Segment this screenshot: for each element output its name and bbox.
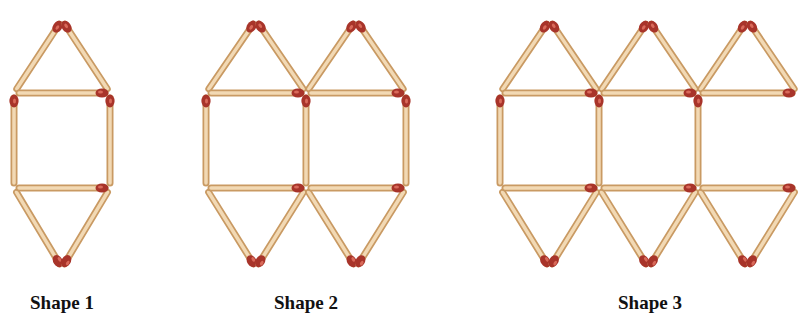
matchstick xyxy=(701,19,751,89)
matchstick xyxy=(209,19,259,89)
matchstick xyxy=(503,19,553,89)
matchstick xyxy=(59,192,108,269)
matchstick xyxy=(105,95,114,184)
matchstick xyxy=(645,192,695,269)
matchstick xyxy=(311,183,405,192)
matchstick xyxy=(311,88,405,97)
matchstick xyxy=(17,19,65,89)
matchstick xyxy=(17,192,66,269)
matchstick xyxy=(353,192,403,269)
matchstick xyxy=(503,192,553,269)
matchstick xyxy=(703,183,796,192)
matchstick xyxy=(209,192,259,269)
matchstick xyxy=(211,88,305,97)
matchstick xyxy=(594,95,603,184)
matchstick xyxy=(602,19,652,89)
matchstick xyxy=(604,183,697,192)
matchstick xyxy=(309,192,359,269)
matchstick xyxy=(211,183,305,192)
matchstick xyxy=(401,95,410,184)
matchstick xyxy=(59,19,107,89)
matchstick xyxy=(9,95,18,184)
matchstick xyxy=(693,95,702,184)
matchstick xyxy=(701,192,751,269)
matchstick xyxy=(19,183,109,192)
shape-label: Shape 1 xyxy=(30,292,94,314)
matchstick xyxy=(301,95,310,184)
matchstick xyxy=(201,95,210,184)
shape-label: Shape 2 xyxy=(274,292,338,314)
matchstick xyxy=(505,88,598,97)
matchstick xyxy=(495,95,504,184)
matchstick xyxy=(745,19,795,89)
matchstick xyxy=(646,19,696,89)
matchstick xyxy=(602,192,652,269)
matchstick xyxy=(253,19,303,89)
matchstick xyxy=(353,19,403,89)
matchstick xyxy=(546,192,596,269)
matchstick xyxy=(604,88,697,97)
matchstick xyxy=(547,19,597,89)
matchstick xyxy=(703,88,796,97)
matchstick xyxy=(253,192,303,269)
matchstick xyxy=(309,19,359,89)
matchstick xyxy=(505,183,598,192)
shape-label: Shape 3 xyxy=(618,292,682,314)
matchstick xyxy=(19,88,109,97)
matchstick xyxy=(744,192,794,269)
